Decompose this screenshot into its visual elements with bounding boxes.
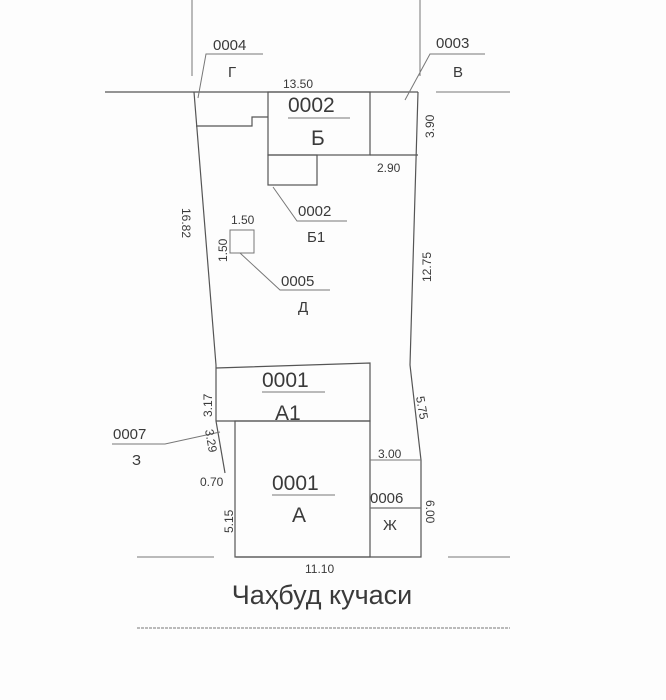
dim-z-left: 3.29 <box>202 428 220 454</box>
leader-0005 <box>239 252 330 291</box>
label-0002-b1-letter: Б1 <box>307 229 325 246</box>
street-name: Чаҳбуд кучаси <box>232 580 413 610</box>
label-0001-a1-letter: А1 <box>275 402 301 425</box>
leader-0002-b1 <box>272 186 347 222</box>
label-0004-code: 0004 <box>213 37 246 54</box>
label-0006-code: 0006 <box>370 490 403 507</box>
parcel-left-boundary <box>193 91 226 474</box>
leader-0003 <box>404 53 485 101</box>
label-0004-letter: Г <box>228 64 236 81</box>
dim-b-right: 3.90 <box>423 114 437 138</box>
building-b1-outline <box>267 154 318 186</box>
building-g-outline <box>196 116 268 127</box>
dim-zh-right: 6.00 <box>423 500 437 524</box>
leader-0004 <box>197 53 263 99</box>
label-0006-letter: Ж <box>383 517 397 534</box>
label-0002-b1-code: 0002 <box>298 203 331 220</box>
building-d-outline <box>229 229 255 254</box>
label-0002-b-code: 0002 <box>288 94 335 117</box>
label-0003-letter: В <box>453 64 463 81</box>
dim-a-left: 5.15 <box>222 509 236 533</box>
dim-bottom: 11.10 <box>305 562 334 576</box>
label-0007-letter: З <box>132 452 141 469</box>
building-b-outline <box>267 91 371 156</box>
label-0002-b-letter: Б <box>311 127 325 150</box>
label-0007-code: 0007 <box>113 426 146 443</box>
label-0001-a-letter: А <box>292 504 306 527</box>
dim-d-width: 1.50 <box>231 213 255 227</box>
dim-a-offset: 0.70 <box>200 475 224 489</box>
dim-d-height: 1.50 <box>216 238 230 262</box>
label-0005-letter: Д <box>298 299 308 316</box>
label-0001-a1-code: 0001 <box>262 369 309 392</box>
dim-a1-left: 3.17 <box>201 393 215 417</box>
label-0003-code: 0003 <box>436 35 469 52</box>
leader-0007 <box>112 431 221 445</box>
label-0005-code: 0005 <box>281 273 314 290</box>
building-a-outline <box>234 420 371 558</box>
dim-b-gap: 2.90 <box>377 161 401 175</box>
dim-right-mid: 5.75 <box>413 395 431 421</box>
label-0001-a-code: 0001 <box>272 472 319 495</box>
dim-right-upper: 12.75 <box>420 252 434 282</box>
dim-left: 16.82 <box>179 208 193 238</box>
dim-top: 13.50 <box>283 77 313 91</box>
dim-zh-top: 3.00 <box>378 447 402 461</box>
